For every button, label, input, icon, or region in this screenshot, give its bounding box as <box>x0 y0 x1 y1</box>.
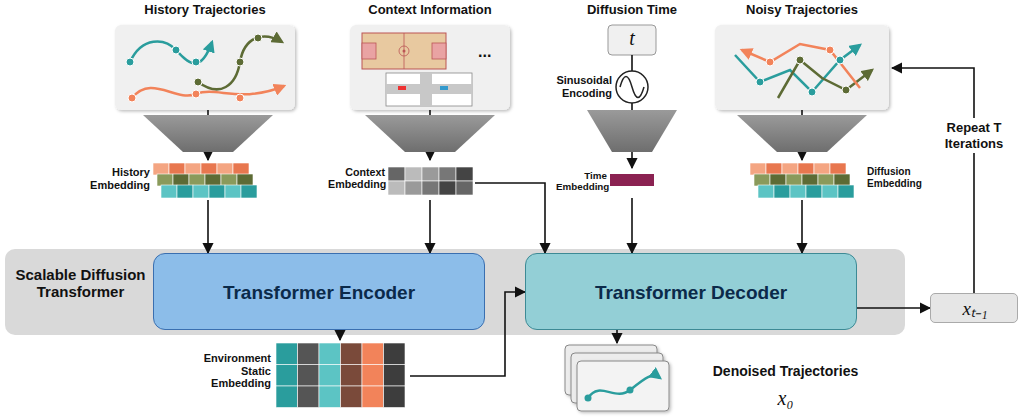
connector <box>475 183 545 253</box>
sinusoid <box>620 77 644 98</box>
connector <box>429 200 431 253</box>
connector <box>857 307 930 309</box>
noisy-panel: Noisy Trajectories <box>712 3 892 110</box>
node-text: Scalable Diffusion Transformer <box>13 266 148 301</box>
node-text: Diffusion Time <box>568 3 696 18</box>
node-text: Transformer Decoder <box>526 282 856 304</box>
label-holder: Sinusoidal Encoding <box>540 74 612 99</box>
node-text: Context Embedding <box>328 166 385 191</box>
history-embedding: History Embedding <box>88 160 262 200</box>
node-text: History Embedding <box>88 166 150 191</box>
funnel <box>143 115 273 152</box>
noisy-trajectories <box>735 44 872 98</box>
label-holder: Repeat T Iterations <box>944 118 1004 153</box>
denoised-stack <box>565 345 669 411</box>
connector <box>631 198 633 253</box>
node-subtext: ... <box>478 43 491 61</box>
node-text: History Trajectories <box>112 3 298 18</box>
context-pictures <box>362 33 472 106</box>
node-subtext: x₀ <box>683 387 888 410</box>
node-text: Environment Static Embedding <box>185 352 271 390</box>
node-text: Transformer Encoder <box>154 282 484 304</box>
node-text: Denoised Trajectories <box>683 363 888 379</box>
node-subtext: t <box>608 27 656 50</box>
context-embedding: Context Embedding <box>328 160 475 200</box>
connector <box>616 330 618 343</box>
encoder-box: Transformer Encoder <box>153 253 485 330</box>
node-text: Diffusion Embedding <box>867 166 922 189</box>
static-embedding: Environment Static Embedding <box>185 340 410 412</box>
funnel <box>587 110 677 152</box>
connector <box>339 330 341 340</box>
time-embedding-bar <box>610 174 654 186</box>
panel <box>350 25 510 110</box>
output-box: xₜ₋₁ <box>930 293 1018 323</box>
band-ground <box>5 249 905 335</box>
funnel <box>365 115 495 152</box>
node-text: Context Information <box>337 3 523 18</box>
context-panel: Context Information... <box>347 3 513 110</box>
decoder-box: Transformer Decoder <box>525 253 857 330</box>
history-panel: History Trajectories <box>112 3 298 110</box>
transformer-band: Scalable Diffusion Transformer Transforme… <box>5 249 905 335</box>
panel <box>715 25 889 110</box>
loop-label: Repeat T Iterations <box>942 118 1007 153</box>
time-embedding: Time Embedding <box>556 168 656 198</box>
node-text: Noisy Trajectories <box>712 3 892 18</box>
sinusoid-circle <box>616 71 648 103</box>
node-text: xₜ₋₁ <box>931 298 1019 320</box>
denoised-output: Denoised Trajectories x₀ <box>565 343 890 415</box>
time-input-box: Diffusion Timet <box>608 3 656 55</box>
diffusion-embedding: Diffusion Embedding <box>750 160 920 200</box>
history-trajectories <box>126 34 284 102</box>
node-text: Time Embedding <box>556 170 607 193</box>
panel <box>115 25 295 110</box>
funnel <box>737 115 867 152</box>
time-box <box>608 25 656 55</box>
connector <box>207 200 209 253</box>
encoding-label: Sinusoidal Encoding <box>556 74 612 99</box>
connector <box>801 200 803 253</box>
